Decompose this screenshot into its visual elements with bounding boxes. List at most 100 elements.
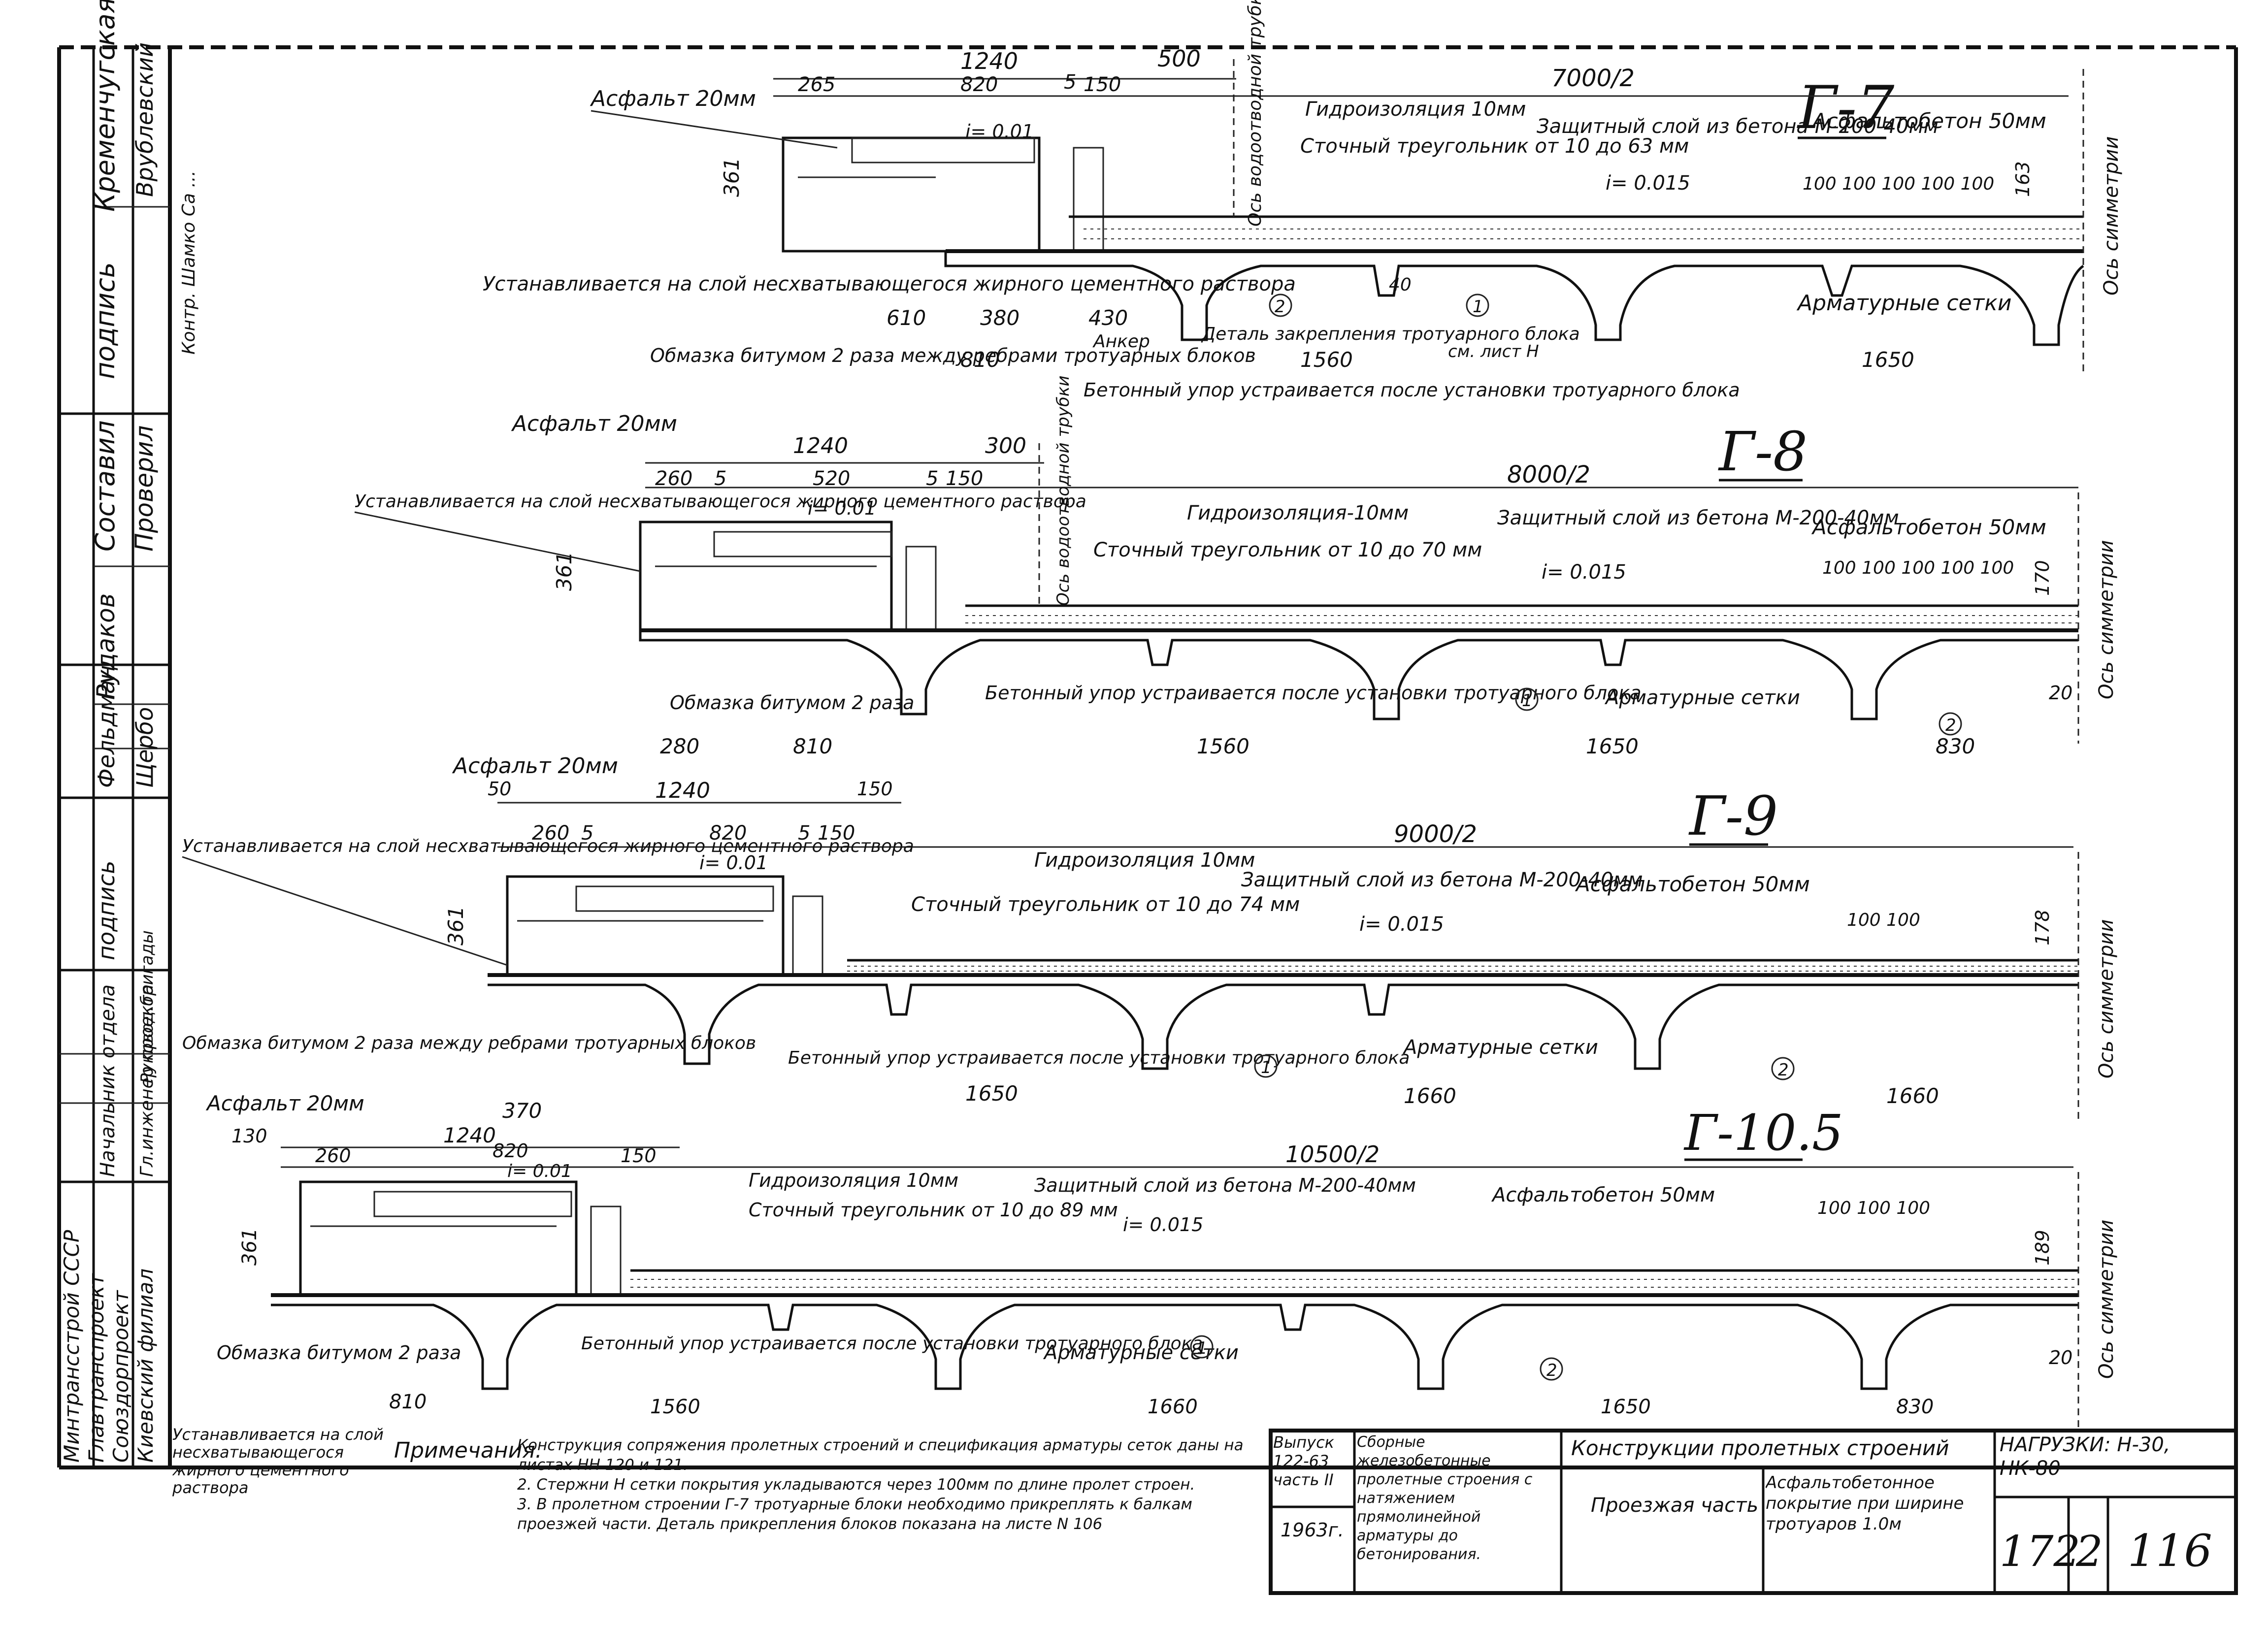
dim-bot-1: 810 [389,1391,427,1413]
label-asphaltconcrete: Асфальтобетон 50мм [1491,1184,1715,1206]
dim-bot-6: 1650 [1862,348,1914,372]
dim-820: 820 [493,1140,528,1162]
note-item-2: 2. Стержни Н сетки покрытия укладываются… [517,1476,1195,1494]
label-asphalt: Асфальт 20мм [590,86,756,111]
side-org-4: Киевский филиал [133,1269,158,1463]
mark-1: 1 [1473,297,1483,317]
section-title: Г-10.5 [1683,1104,1843,1162]
side-label-checked: Проверил [130,425,159,552]
label-protect: Защитный слой из бетона М-200-40мм [1241,869,1643,891]
label-waterproof: Гидроизоляция 10мм [1305,98,1526,121]
tb-part: Проезжая часть [1591,1494,1758,1517]
dim-5b: 5 [926,467,938,490]
mark-1: 1 [1197,1338,1208,1358]
dim-half-span: 8000/2 [1507,461,1590,489]
label-install: Устанавливается на слой несхватывающегос… [182,836,914,856]
label-mesh: Арматурные сетки [1043,1341,1239,1364]
axis-symmetry: Ось симметрии [2095,1220,2118,1379]
label-install: Устанавливается на слой несхватывающегос… [483,273,1296,295]
dim-150: 150 [1084,73,1121,96]
label-slope1: i= 0.01 [808,497,876,519]
label-protect: Защитный слой из бетона М-200-40мм [1497,507,1899,529]
side-role-1: Начальник отдела [97,984,119,1177]
dim-5b: 5 [798,822,810,845]
label-drain: Сточный треугольник от 10 до 89 мм [749,1199,1118,1221]
title-block: Выпуск 122-63 часть II 1963г. Сборные же… [1269,1429,2238,1595]
dim-bot-3: 430 [1088,306,1128,330]
label-drain: Сточный треугольник от 10 до 70 мм [1093,539,1482,561]
tb-issue: Выпуск 122-63 часть II [1273,1433,1334,1489]
dim-bot-5: 1560 [1300,348,1353,372]
mark-2: 2 [1546,1361,1557,1380]
side-label-compiled: Составил [90,421,121,552]
dim-bot-4: 1650 [1601,1396,1651,1418]
section-g8: Г-8 1240 300 260 5 520 5 150 8000/2 Ось … [354,376,2118,758]
label-asphalt: Асфальт 20мм [452,753,618,779]
label-h3: 20 [2049,682,2072,704]
dim-bot-1: 280 [660,734,699,758]
label-offsets: 100 100 100 100 100 [1803,174,1994,194]
side-name-5: Щербо [131,707,158,788]
side-name-1: Кременчугская [90,0,121,212]
dim-bot-5: 830 [1936,734,1975,758]
dim-bot-1: 610 [887,306,926,330]
mark-2: 2 [1945,716,1956,735]
label-slope1: i= 0.01 [507,1161,572,1181]
label-h2: 189 [2032,1230,2053,1266]
side-org-1: Минтрансстрой СССР [60,1230,84,1463]
dim-150: 150 [621,1145,657,1167]
dim-150b: 150 [818,822,855,845]
dim-half-span: 9000/2 [1394,820,1477,848]
dim-1240: 1240 [793,433,848,458]
dim-500: 500 [1157,45,1201,72]
dim-1240: 1240 [443,1123,496,1147]
label-slope1: i= 0.01 [965,121,1034,142]
bottom-notes: Устанавливается на слой несхватывающегос… [172,1426,1266,1534]
dim-bot-2: 810 [793,734,832,758]
side-role-2: Гл.инженер проекта [137,984,157,1177]
dim-5a: 5 [714,467,726,490]
dim-820: 820 [960,73,998,96]
label-slope2: i= 0.015 [1123,1214,1203,1236]
tb-loads: НАГРУЗКИ: Н-30, НК-80 [2000,1434,2170,1480]
label-stop: Бетонный упор устраивается после установ… [1084,379,1740,401]
tb-num2: 2 [2075,1527,2103,1576]
tb-num1: 172 [2000,1527,2080,1576]
dim-260: 260 [532,822,569,845]
side-org-2: Главтранспроект [84,1273,108,1463]
dim-300: 300 [985,433,1026,458]
dim-5: 5 [1064,71,1076,94]
dim-bot-1: 370 [502,1099,542,1123]
label-asphalt: Асфальт 20мм [205,1091,364,1115]
label-asphaltconcrete: Асфальтобетон 50мм [1575,872,1810,896]
label-bitumen: Обмазка битумом 2 раза [670,692,914,714]
tb-year: 1963г. [1281,1519,1344,1541]
label-stop: Бетонный упор устраивается после установ… [788,1048,1410,1068]
tb-num3: 116 [2128,1525,2212,1577]
section-title: Г-8 [1718,420,1808,483]
section-g9: Г-9 1240 50 150 260 5 820 5 150 9000/2 О… [182,753,2118,1123]
label-bitumen: Обмазка битумом 2 раза между ребрами тро… [182,1033,756,1053]
dim-bot-2: 1650 [965,1081,1018,1106]
mark-2: 2 [1778,1060,1789,1080]
label-stop: Бетонный упор устраивается после установ… [985,682,1642,704]
section-g7: Г-7 1240 500 265 820 5 150 7000/2 Ось си… [483,0,2123,401]
notes-body: Конструкция сопряжения пролетных строени… [517,1435,1266,1534]
label-slope2: i= 0.015 [1359,913,1444,936]
label-protect: Защитный слой из бетона М-200-40мм [1034,1174,1416,1196]
side-name-2: Врублевский [131,42,158,197]
label-waterproof: Гидроизоляция 10мм [1034,849,1255,872]
label-drain: Сточный треугольник от 10 до 63 мм [1300,135,1689,158]
label-slope1: i= 0.01 [699,852,768,874]
dim-bot-5: 830 [1896,1396,1934,1418]
checker-note: Контр. Шамко Са ... [179,170,199,355]
notes-head: Примечания. [394,1438,542,1463]
dim-50: 50 [488,778,511,800]
dim-150a: 150 [857,778,893,800]
dim-bot-4: 810 [960,348,1000,372]
dim-bot-2: 1560 [650,1396,700,1418]
label-h: 361 [720,158,744,197]
mark-2: 2 [1275,297,1285,317]
label-sheet-ref: см. лист Н [1448,342,1539,361]
